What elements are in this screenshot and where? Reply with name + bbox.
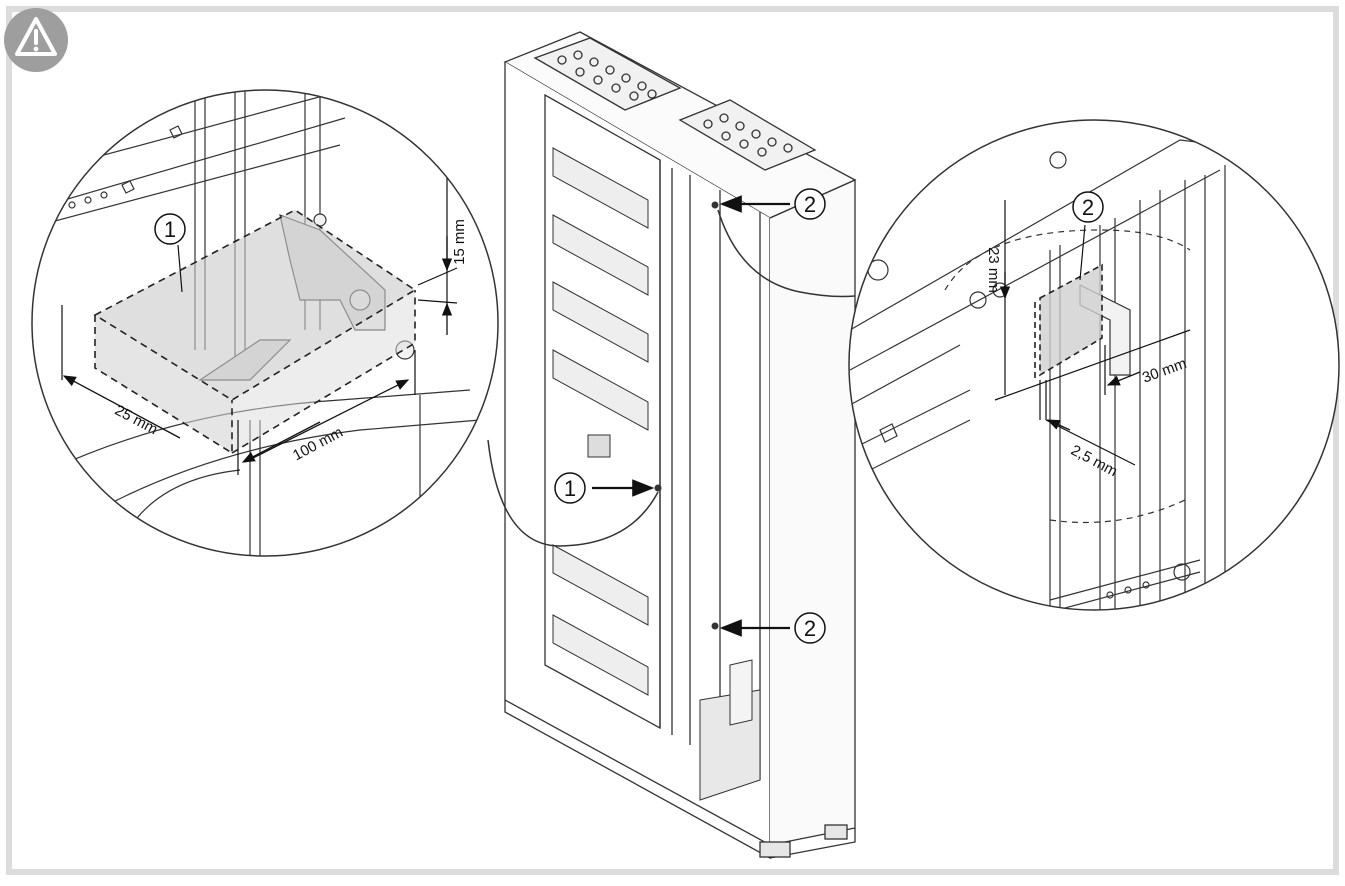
outer-frame [6, 6, 1339, 875]
leader-right [717, 209, 856, 298]
dim-height-15: 15 mm [451, 219, 468, 265]
leader-left [487, 439, 659, 547]
device-modules [552, 147, 761, 801]
warning-badge [4, 8, 68, 72]
dim-height-23: 23 mm [985, 247, 1002, 293]
cable-entry-plate [533, 37, 817, 171]
warning-triangle-icon [15, 17, 57, 56]
mount-point-2-top [711, 201, 719, 209]
left-detail: 1 15 mm 25 mm 100 mm [31, 89, 499, 557]
mount-point-2-bottom [711, 622, 719, 630]
callout-2-main-bottom: 2 [804, 616, 816, 641]
callout-2-detail: 2 [1082, 195, 1094, 220]
callout-2-main-top: 2 [804, 192, 816, 217]
callout-1-detail: 1 [164, 217, 176, 242]
callout-1-main: 1 [564, 476, 576, 501]
right-detail: 2 23 mm 30 mm 2,5 mm [848, 119, 1340, 611]
mount-point-1 [654, 484, 662, 492]
